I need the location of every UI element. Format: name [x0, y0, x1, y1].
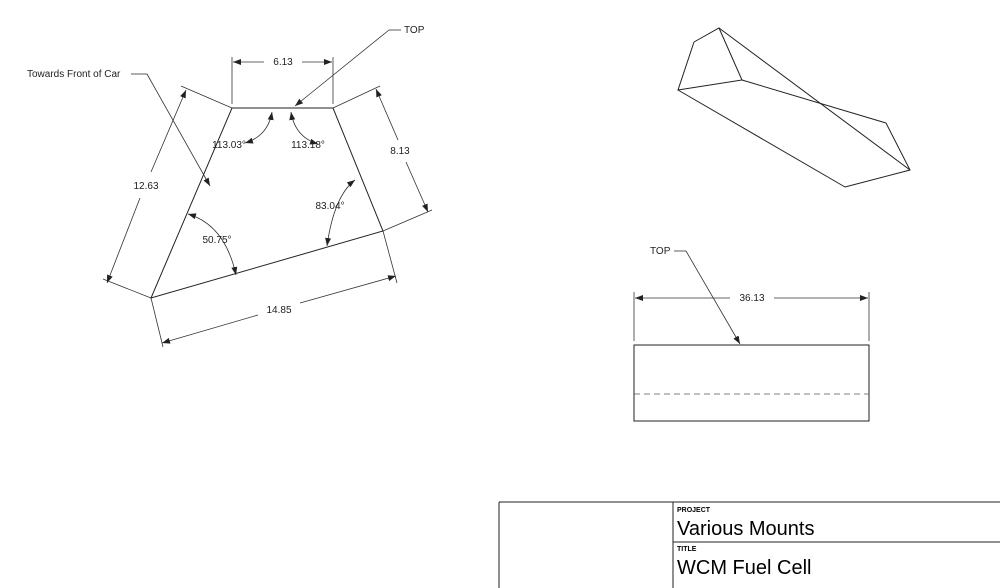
dim-left-line-top [150, 89, 187, 173]
dim-bottom-line-right [299, 275, 397, 304]
angle-arc-bottom-left [187, 213, 238, 276]
note-top-upper: TOP [404, 25, 425, 36]
dim-right-line-top [375, 88, 399, 141]
prism-edge-bottom [677, 89, 846, 188]
dim-left-line-bottom [106, 197, 141, 284]
project-value: Various Mounts [677, 518, 814, 540]
prism-edge-top [718, 27, 911, 171]
dim-right-line-bottom [405, 161, 429, 213]
dim-bottom-label: 14.85 [266, 305, 291, 316]
dim-bottom-line-left [161, 314, 259, 344]
leader-top-lower-arrow [685, 250, 741, 345]
dim-bottom-ext-right [382, 230, 398, 284]
dim-left-ext-top [180, 85, 233, 109]
dim-length-label: 36.13 [739, 293, 764, 304]
dim-left-ext-bottom [102, 278, 152, 299]
project-label: PROJECT [677, 507, 711, 514]
dim-right-ext-bottom [382, 209, 433, 232]
leader-top-upper-arrow [294, 29, 390, 107]
dim-bottom-ext-left [150, 297, 164, 348]
angle-arc-right [325, 179, 356, 247]
side-view-rect [633, 344, 870, 422]
angle-arc-top-right [289, 111, 319, 145]
angle-label-right: 83.04° [315, 201, 344, 212]
cross-section-view: 6.13 12.63 8.13 14.85 113.03° 113.18° 83… [27, 25, 433, 348]
dim-right-ext-top [332, 85, 381, 109]
dim-left-label: 12.63 [133, 181, 158, 192]
leader-front-arrow [146, 73, 211, 187]
note-top-lower: TOP [650, 246, 671, 257]
trapezoid-outline [150, 107, 384, 299]
side-view: 36.13 TOP [633, 246, 870, 422]
dim-right-label: 8.13 [390, 146, 410, 157]
angle-label-bottom-left: 50.75° [202, 235, 231, 246]
angle-arc-top-left [244, 111, 274, 144]
prism-end-face [677, 27, 743, 91]
title-label: TITLE [677, 546, 697, 553]
dim-top-label: 6.13 [273, 57, 293, 68]
prism-edge-middle [741, 79, 887, 124]
title-value: WCM Fuel Cell [677, 557, 811, 579]
prism-far-face [844, 122, 911, 188]
angle-label-top-left: 113.03° [212, 140, 246, 151]
isometric-view [677, 27, 911, 188]
title-block: PROJECT Various Mounts TITLE WCM Fuel Ce… [498, 501, 1000, 588]
angle-label-top-right: 113.18° [291, 140, 325, 151]
note-towards-front: Towards Front of Car [27, 69, 121, 80]
